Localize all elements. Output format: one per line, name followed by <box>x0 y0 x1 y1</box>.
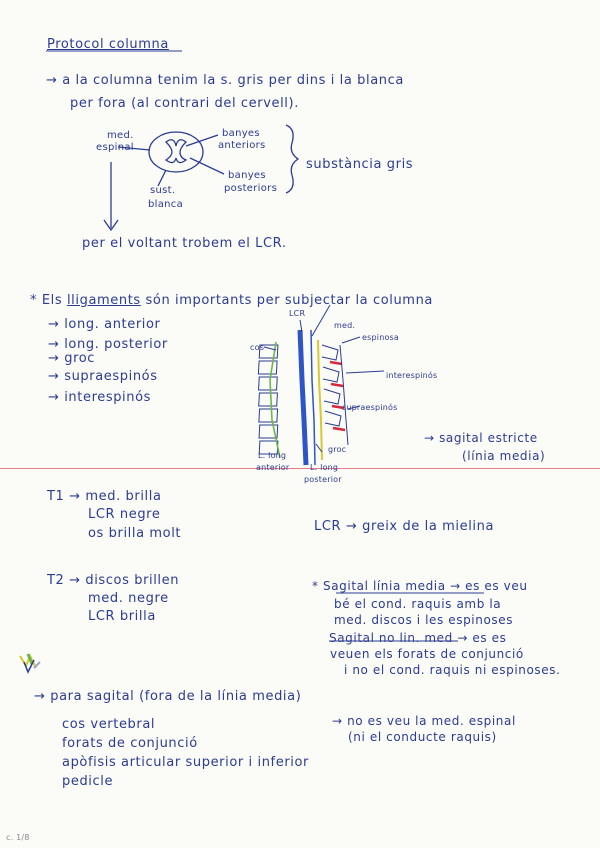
label-cos: cos <box>250 343 265 352</box>
t2-line-3: LCR brilla <box>88 609 156 624</box>
label-espinal: espinal <box>96 142 134 153</box>
sagital-note-6: i no el cond. raquis ni espinoses. <box>344 663 561 677</box>
list-item: cos vertebral <box>62 717 156 732</box>
label-interespinos: interespinós <box>386 371 438 380</box>
label-posteriors: posteriors <box>224 183 278 194</box>
margin-rule <box>0 468 600 469</box>
ligaments-intro: * Els lligaments són importants per subj… <box>30 294 433 307</box>
brace-label: substància gris <box>306 157 414 172</box>
t1-line-1: T1 → med. brilla <box>47 489 162 504</box>
intro-line-1: → a la columna tenim la s. gris per dins… <box>46 73 404 88</box>
vertebral-column-diagram <box>257 304 385 466</box>
page-mark: c. 1/8 <box>6 833 30 842</box>
t2-line-2: med. negre <box>88 591 169 606</box>
t1-line-2: LCR negre <box>88 507 161 522</box>
sagital-note-3: med. discos i les espinoses <box>334 613 514 627</box>
list-item: pedicle <box>62 774 114 789</box>
label-banyes-post: banyes <box>228 170 266 181</box>
t1-line-3: os brilla molt <box>88 526 182 541</box>
label-groc: groc <box>328 445 347 454</box>
list-item: → interespinós <box>48 390 152 405</box>
parasagital-note-1: → no es veu la med. espinal <box>332 714 516 728</box>
sagital-midline: (línia media) <box>462 449 546 463</box>
list-item: forats de conjunció <box>62 736 198 751</box>
sagital-note-4-underlined: Sagital no lin. med <box>329 631 453 645</box>
list-item: → long. posterior <box>48 337 168 352</box>
label-banyes-ant: banyes <box>222 128 260 139</box>
t2-line-1: T2 → discos brillen <box>47 573 180 588</box>
sagital-note-1: * Sagital línia media → es es veu <box>312 579 528 593</box>
label-anterior: anterior <box>256 463 290 472</box>
sagital-note-4: Sagital no lin. med → es es <box>329 632 506 644</box>
ligaments-underlined: lligaments <box>66 293 141 308</box>
list-item: → supraespinós <box>48 369 158 384</box>
intro-line-2: per fora (al contrari del cervell). <box>70 96 299 111</box>
list-item: → long. anterior <box>48 317 161 332</box>
sagital-note-5: veuen els forats de conjunció <box>330 647 524 661</box>
label-posterior: posterior <box>304 475 342 484</box>
list-item: → groc <box>48 351 96 366</box>
parasagital-title: → para sagital (fora de la línia media) <box>34 689 302 704</box>
label-med: med. <box>107 130 134 141</box>
color-scribble-icon <box>19 653 41 674</box>
list-item: apòfisis articular superior i inferior <box>62 755 309 770</box>
label-supraespinos: supraespinós <box>342 403 398 412</box>
label-espinosa: espinosa <box>362 333 400 342</box>
label-lcr: LCR <box>289 309 306 318</box>
ligaments-rest: són importants per subjectar la columna <box>145 293 433 308</box>
label-sust: sust. <box>150 185 176 196</box>
ligaments-prefix: * Els <box>30 293 63 308</box>
label-l-long: L. long <box>258 451 287 460</box>
label-anteriors: anteriors <box>218 140 266 151</box>
sagital-note-4-rest: → es es <box>457 631 507 645</box>
page-title: Protocol columna <box>47 37 169 52</box>
spinal-cord-diagram <box>103 124 300 232</box>
parasagital-note-2: (ni el conducte raquis) <box>348 730 497 744</box>
lcr-note: per el voltant trobem el LCR. <box>82 236 287 251</box>
sagital-strict: → sagital estricte <box>424 431 538 445</box>
label-long-post: L. long <box>310 463 339 472</box>
sagital-note-2: bé el cond. raquis amb la <box>334 597 502 611</box>
label-med-spine: med. <box>334 321 356 330</box>
t1-note: LCR → greix de la mielina <box>314 519 495 534</box>
label-blanca: blanca <box>148 199 184 210</box>
